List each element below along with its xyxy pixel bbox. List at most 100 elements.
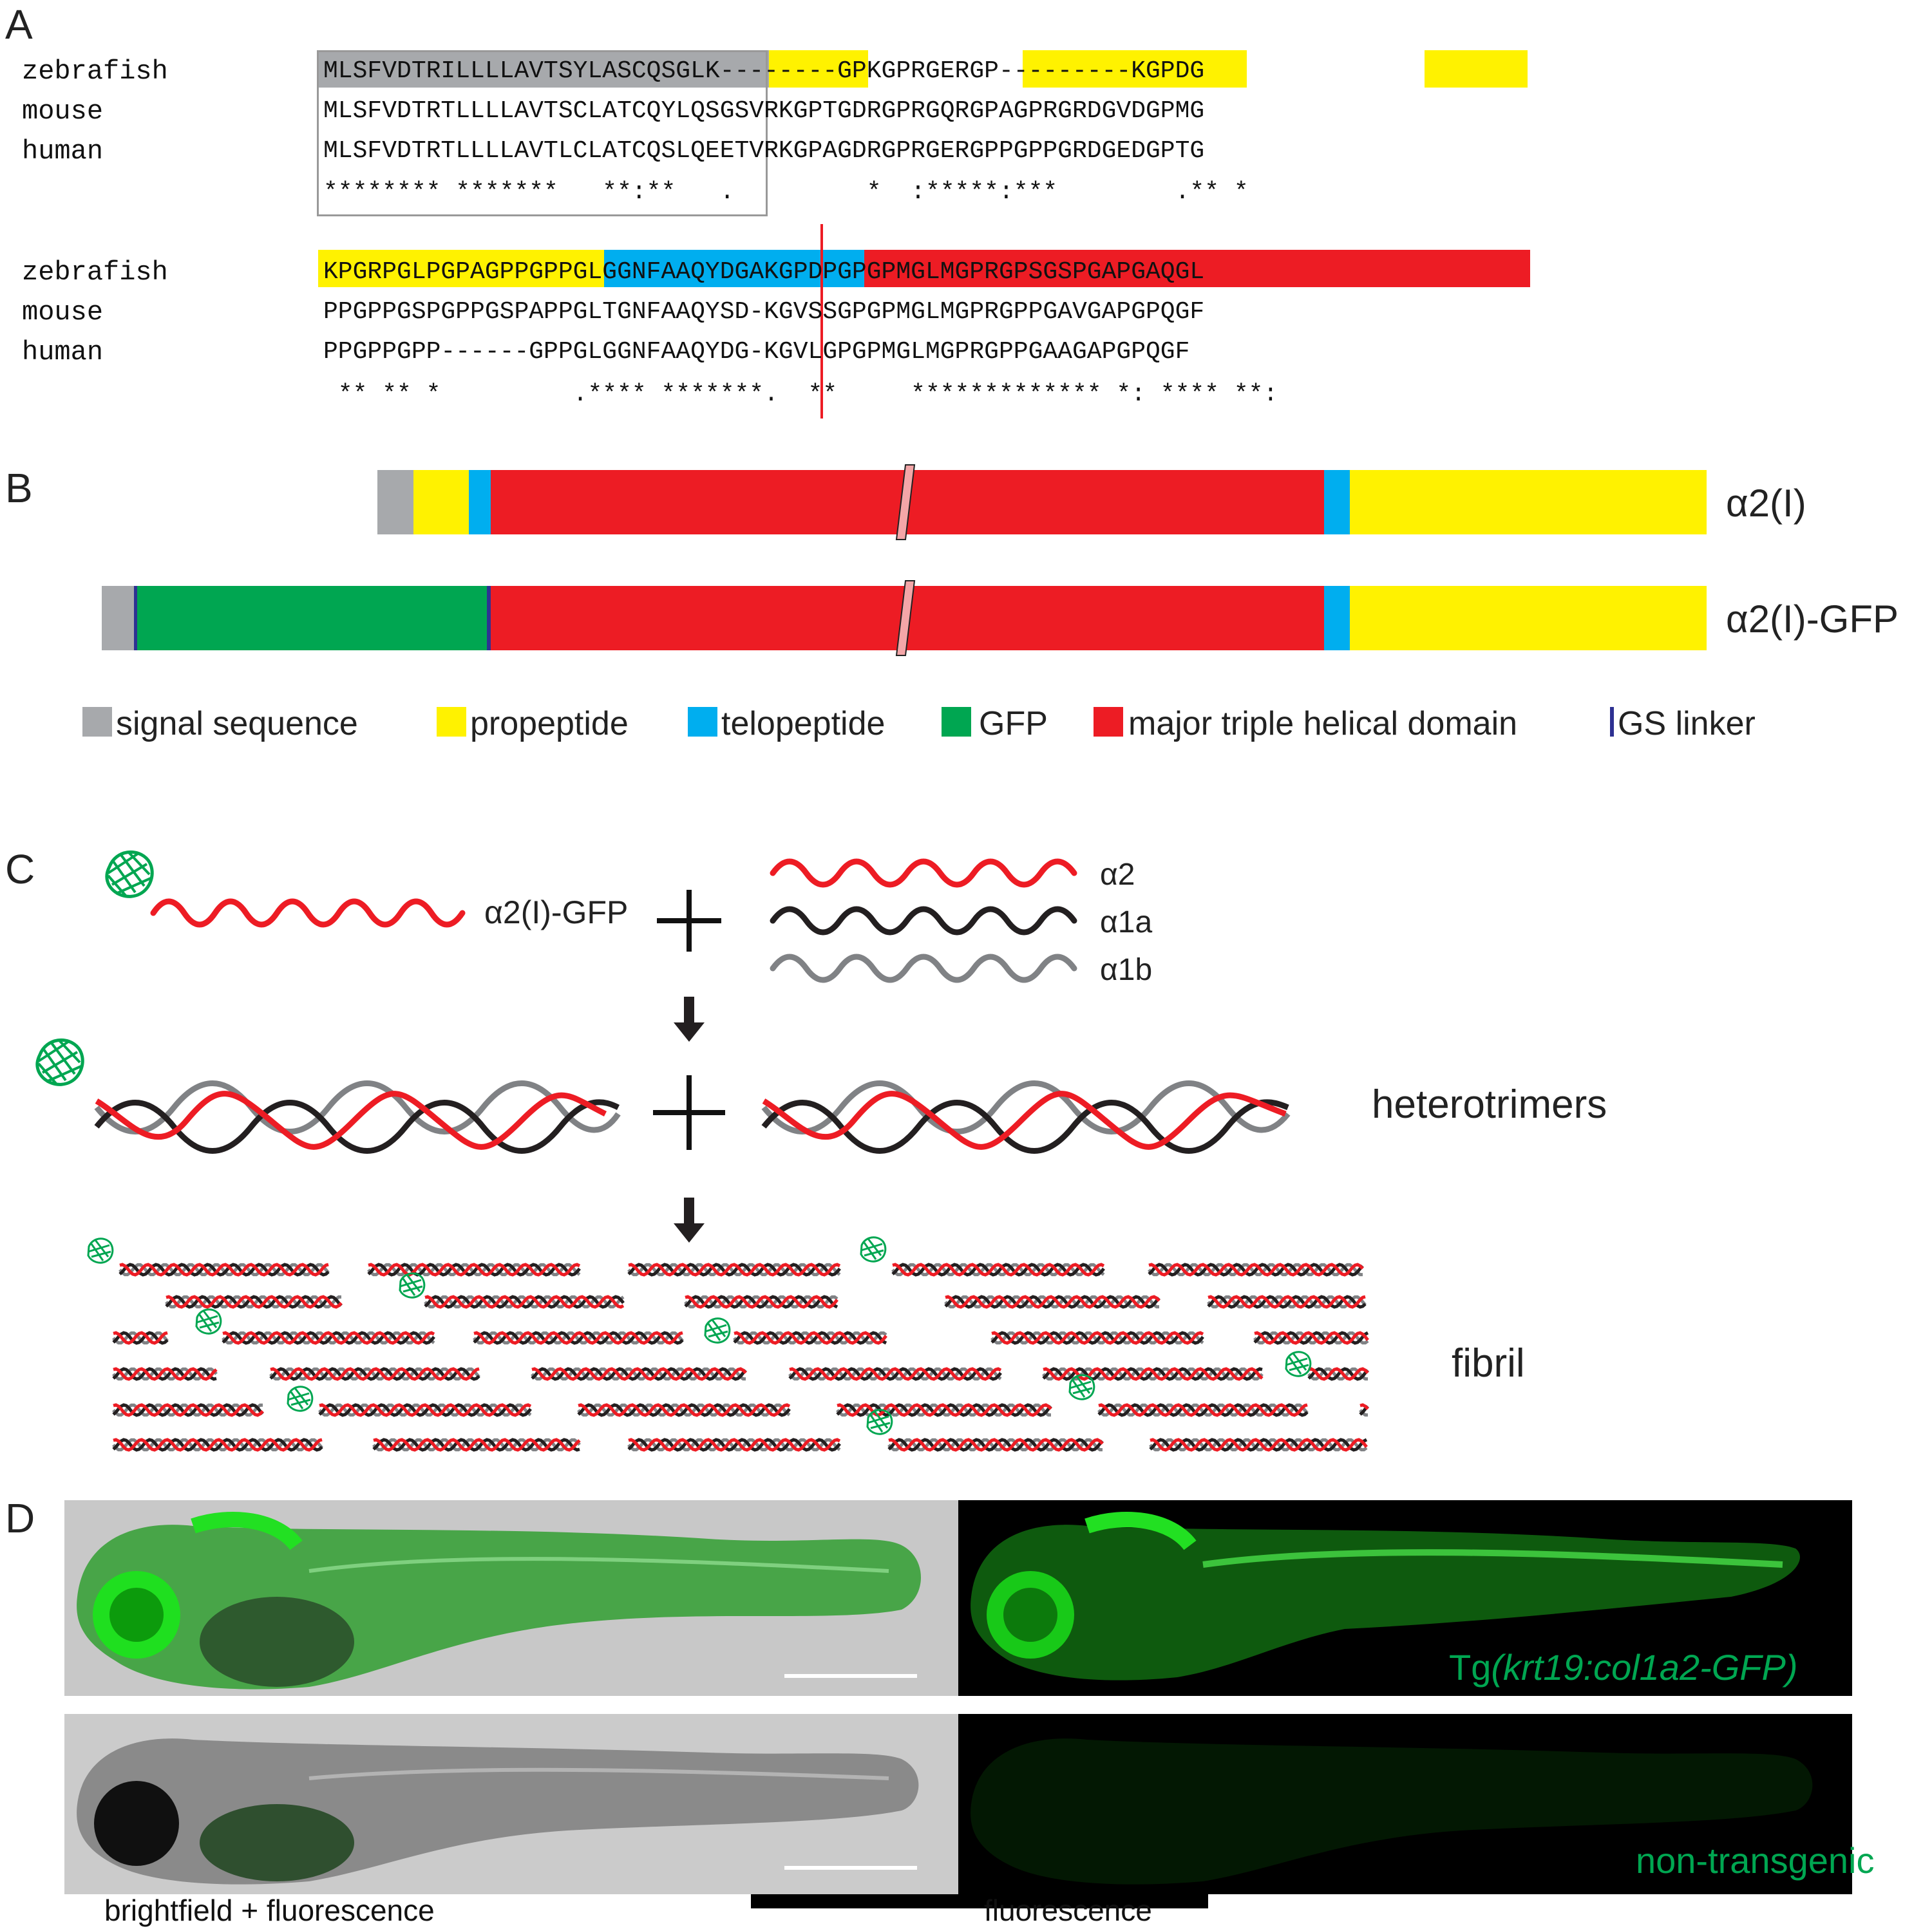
gfp-linker-1 [134,586,137,650]
fibril-strand-r1-s0-c2 [166,1295,343,1309]
propeptide-highlight-4 [318,250,604,287]
fibril-strand-r1-s0-c1 [165,1295,343,1309]
wt-telopeptide-c-segment [1324,470,1350,534]
legend-label-telopeptide: telopeptide [721,705,886,742]
fibril-strand-r0-s3-c2 [892,1263,1105,1277]
gfp-break-mark [895,580,916,656]
consensus-1: ******** ******* **:** . * :*****:*** .*… [323,178,1249,206]
chain-label-a1a: α1a [1100,905,1152,939]
chain-label-a1b: α1b [1100,953,1152,987]
legend-swatch-signal [82,707,112,737]
fibril-strand-r5-s4-c1 [1149,1438,1368,1452]
fibril-strand-r5-s1-c2 [373,1438,581,1452]
fibril-strand-r1-s2-c2 [685,1295,838,1309]
fibril-strand-r5-s4-c2 [1150,1438,1368,1452]
fibril-strand-r4-s4-c2 [1098,1403,1308,1417]
fibril-strand-r2-s5-c2 [1254,1331,1369,1345]
fibril-strand-r1-s3-c1 [944,1295,1160,1309]
fibril-strand-r1-s3-c2 [945,1295,1160,1309]
fibril-strand-r4-s0-c1 [112,1403,264,1417]
fibril-strand-r5-s3-c2 [888,1438,1104,1452]
fibril-strand-r3-s0-c1 [112,1367,217,1381]
fibril-strand-r1-s1-c2 [424,1295,625,1309]
species-human-2: human [22,337,104,368]
fibril-strand-r0-s4-c1 [1148,1263,1364,1277]
propeptide-highlight-2 [1023,50,1247,88]
fibril-strand-r0-s2-c1 [627,1263,841,1277]
legend-label-linker: GS linker [1618,705,1756,742]
fibril-strand-r0-s4-c2 [1148,1263,1364,1277]
fibril-strand-r5-s1-c1 [372,1438,580,1452]
fibril-strand-r1-s2-c1 [684,1295,838,1309]
transgenic-label: Tg(krt19:col1a2-GFP) [1449,1650,1798,1686]
gfp-telopeptide-c-segment [1324,586,1350,650]
fibril-strand-r2-s3-c2 [734,1331,887,1345]
fish-nontransgenic-fluorescence [971,1738,1813,1885]
gfp-signal-segment [102,586,134,650]
fibril-strand-r2-s0-c2 [113,1331,168,1345]
panel-d-letter: D [5,1495,35,1541]
fibril-strand-r1-s4-c2 [1208,1295,1366,1309]
gfp-construct-label: α2(I)-GFP [1726,598,1899,641]
cleavage-site-line [820,224,823,419]
fibril-strand-r0-s0-c2 [119,1263,329,1277]
fibril-strand-r5-s1-c0 [372,1438,581,1452]
fibril-strand-r1-s4-c1 [1207,1295,1367,1309]
propeptide-highlight-1 [769,50,868,88]
signal-sequence-box [317,50,768,216]
fibril-strand-r2-s1-c2 [222,1331,435,1345]
legend-swatch-telopeptide [688,707,717,737]
legend-swatch-linker [1610,707,1614,737]
wild-type-chains [770,858,1077,983]
fibril-strand-r4-s3-c1 [836,1403,1052,1417]
construct-chain-label: α2(I)-GFP [484,894,628,930]
assembly-schematic: α2(I)-GFP α2 α1a α1b heterotrimers fibri… [0,837,1607,1452]
species-human-1: human [22,136,104,167]
fish-transgenic-merged [77,1512,921,1689]
fibril-strand-r3-s0-c2 [113,1367,218,1381]
seq-zebrafish-1: MLSFVDTRILLLLAVTSYLASCQSGLK--------GPKGP… [323,57,1205,85]
photo-nontransgenic-merged [64,1714,958,1894]
plain-heterotrimer [761,1080,1291,1154]
fibril-label: fibril [1452,1341,1525,1386]
caption-brightfield: brightfield + fluorescence [104,1894,435,1927]
legend-label-propeptide: propeptide [470,705,629,742]
fibril-strand-r3-s3-c2 [789,1367,1002,1381]
legend-label-gfp: GFP [979,705,1048,742]
fibril-strand-r3-s5-c1 [1307,1367,1369,1381]
photo-transgenic-merged [64,1500,958,1696]
fibril-strand-r5-s2-c2 [628,1438,841,1452]
gfp-gfp-segment [137,586,487,650]
helical-highlight [864,250,1530,287]
fibril-strand-r4-s1-c1 [318,1403,532,1417]
domain-bars [102,464,1707,656]
photo-nontransgenic-fluorescence [958,1714,1852,1894]
fibril-strand-r4-s2-c2 [578,1403,791,1417]
fibril-strand-r3-s5-c2 [1308,1367,1369,1381]
fibril-strand-r4-s5-c2 [1359,1403,1369,1411]
fibril-strand-r4-s1-c2 [319,1403,532,1417]
fibril-array [112,1263,1369,1452]
legend-label-signal: signal sequence [116,705,358,742]
fibril-strand-r0-s1-c1 [367,1263,581,1277]
fish-nontransgenic-merged [77,1738,919,1885]
wt-telopeptide-n-segment [469,470,491,534]
fish-transgenic-fluorescence [971,1512,1800,1680]
fibril-strand-r0-s2-c2 [628,1263,841,1277]
legend-swatch-helical [1094,707,1123,737]
fibril-strand-r3-s3-c1 [788,1367,1002,1381]
gfp-linker-2 [487,586,491,650]
fibril-strand-r5-s0-c2 [113,1438,323,1452]
panel-b-letter: B [5,465,33,511]
signal-sequence-highlight [318,50,769,88]
panel-c-letter: C [5,846,35,892]
species-zebrafish-2: zebrafish [22,257,168,288]
seq-zebrafish-2: KPGRPGLPGPAGPPGPPGLGGNFAAQYDGAKGPDPGPGPM… [323,258,1205,286]
fibril-strand-r5-s2-c1 [627,1438,841,1452]
panel-a-letter: A [5,1,33,48]
seq-human-2: PPGPPGPP------GPPGLGGNFAAQYDG-KGVLGPGPMG… [323,338,1190,366]
legend-label-helical: major triple helical domain [1128,705,1518,742]
fibril-strand-r2-s5-c0 [1253,1331,1369,1345]
black-strip [751,1894,1208,1908]
fibril-strand-r2-s2-c2 [473,1331,683,1345]
